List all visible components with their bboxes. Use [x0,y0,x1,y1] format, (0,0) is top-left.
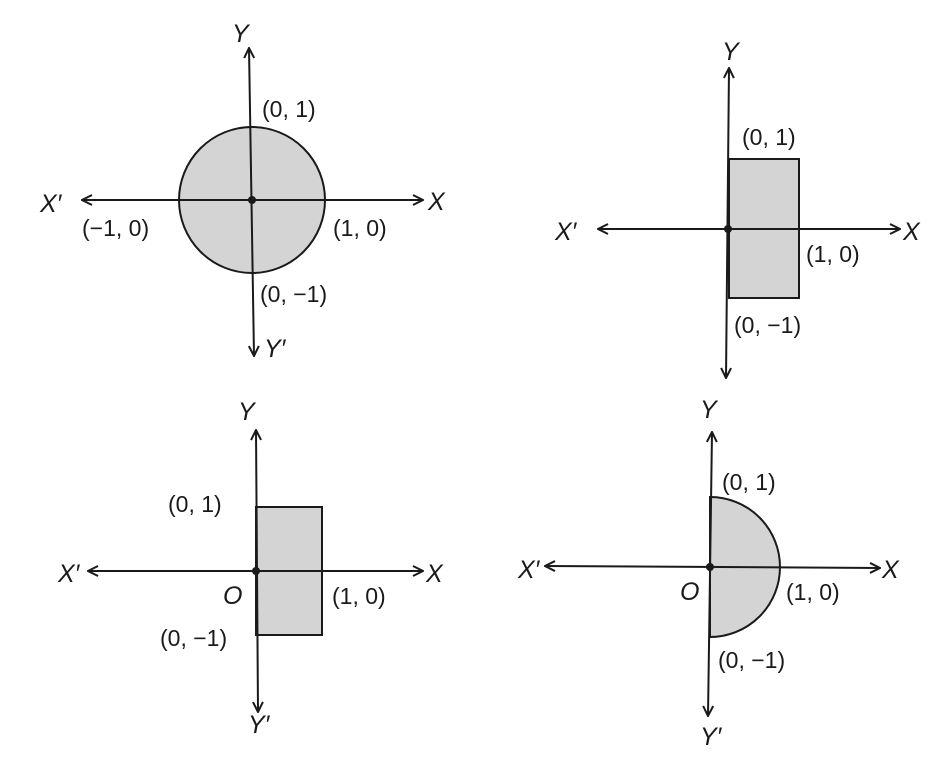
origin-point [248,196,256,204]
point-label-bottom: (0, −1) [260,281,327,307]
x-neg-axis-label: X′ [39,190,63,218]
panel-rectangle-bottom: Y X X′ O Y′ (0, 1) (1, 0) (0, −1) [57,398,444,739]
point-label-top: (0, 1) [742,124,796,150]
point-label-bottom: (0, −1) [734,312,801,338]
panel-semicircle: Y X X′ O Y′ (0, 1) (1, 0) (0, −1) [517,396,900,751]
origin-label: O [223,582,242,610]
y-axis-label: Y [700,396,719,424]
x-axis-label: X [902,218,921,246]
point-label-right: (1, 0) [806,241,860,267]
origin-point [706,563,714,571]
y-neg-axis-label: Y′ [248,711,271,739]
point-label-left: (−1, 0) [82,215,149,241]
point-label-right: (1, 0) [786,579,840,605]
point-label-right: (1, 0) [332,583,386,609]
y-neg-axis-label: Y′ [264,335,287,363]
y-axis-label: Y [722,38,741,66]
point-label-bottom: (0, −1) [160,625,227,651]
x-neg-axis-label: X′ [57,560,81,588]
point-label-bottom: (0, −1) [718,647,785,673]
origin-point [252,567,260,575]
x-axis-label: X [425,560,444,588]
origin-point [724,225,732,233]
y-neg-axis-label: Y′ [700,723,723,751]
x-neg-axis-label: X′ [517,556,541,584]
x-neg-axis-label: X′ [554,218,578,246]
y-axis [708,432,712,716]
x-axis-label: X [881,556,900,584]
y-axis [726,68,729,378]
point-label-right: (1, 0) [333,215,387,241]
point-label-top: (0, 1) [722,469,776,495]
y-axis-label: Y [238,398,257,426]
x-axis-label: X [427,188,446,216]
y-axis-label: Y [232,20,251,48]
origin-label: O [680,578,699,606]
panel-rectangle-top: Y X X′ (0, 1) (1, 0) (0, −1) [554,38,921,378]
point-label-top: (0, 1) [262,96,316,122]
point-label-top: (0, 1) [168,491,222,517]
panel-circle: Y X X′ Y′ (0, 1) (0, −1) (1, 0) (−1, 0) [39,20,446,363]
